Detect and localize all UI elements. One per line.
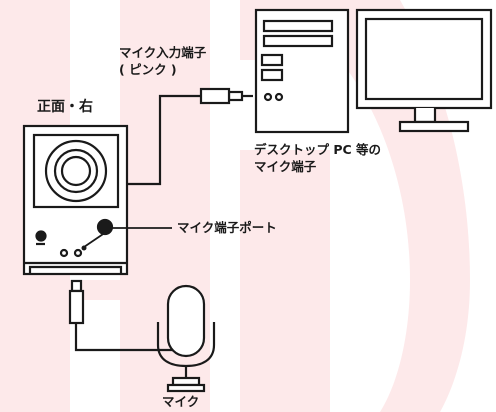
pc-monitor — [355, 8, 493, 133]
pc-tower — [254, 8, 350, 134]
pc-terminal-label: デスクトップ PC 等の マイク端子 — [254, 141, 381, 175]
mic-input-label-line2: ( ピンク ) — [119, 62, 177, 77]
mic-input-label: マイク入力端子 ( ピンク ) — [119, 44, 206, 78]
mic-cable — [68, 279, 173, 352]
mic-port-leader — [81, 227, 172, 251]
pc-cable — [127, 87, 253, 186]
speaker-view-label: 正面・右 — [37, 99, 93, 115]
pc-terminal-label-line1: デスクトップ PC 等の — [254, 142, 382, 157]
mic-label: マイク — [162, 394, 200, 409]
microphone — [156, 284, 216, 393]
speaker-unit — [22, 124, 129, 276]
mic-port-label: マイク端子ポート — [177, 220, 277, 235]
pc-terminal-label-line2: マイク端子 — [254, 159, 317, 174]
mic-input-label-line1: マイク入力端子 — [119, 45, 207, 60]
